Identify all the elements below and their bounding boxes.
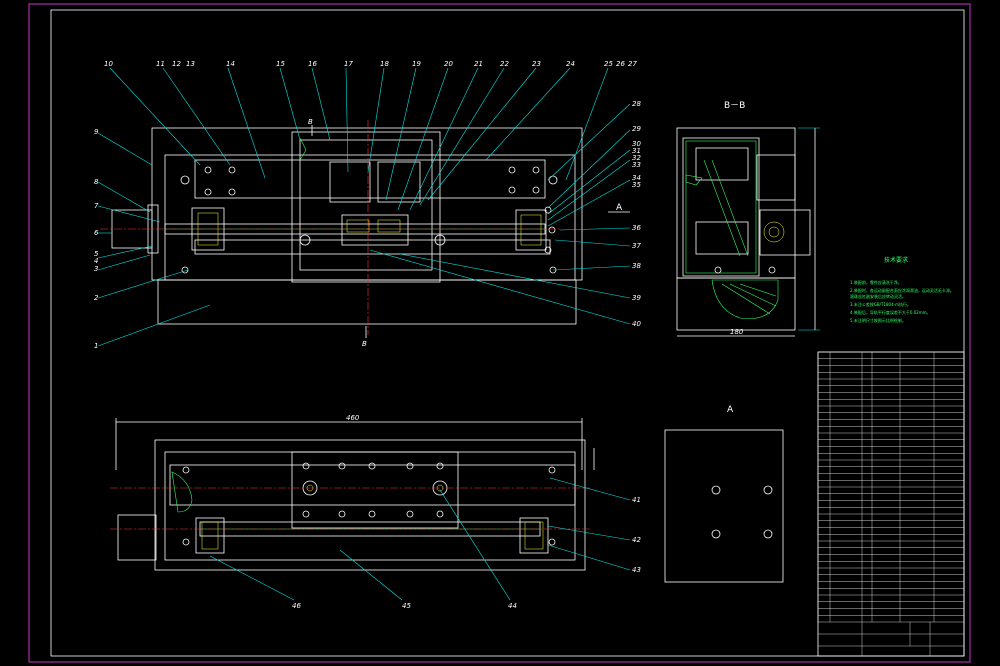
svg-text:36: 36	[632, 224, 641, 232]
svg-text:13: 13	[186, 60, 195, 68]
callouts-plan: 41 42 43 44 45 46	[292, 496, 641, 610]
svg-text:8: 8	[94, 178, 99, 186]
svg-text:14: 14	[226, 60, 235, 68]
inner-border	[50, 9, 965, 657]
svg-text:2: 2	[94, 294, 99, 302]
svg-text:21: 21	[474, 60, 483, 68]
svg-text:23: 23	[532, 60, 541, 68]
section-bb-view: B－B 180	[676, 101, 820, 337]
view-marker-b-bottom: B	[362, 340, 367, 348]
svg-text:22: 22	[500, 60, 509, 68]
parts-list-table	[817, 351, 965, 657]
svg-text:37: 37	[632, 242, 641, 250]
svg-text:41: 41	[632, 496, 641, 504]
dimension-bb-width: 180	[730, 328, 744, 336]
callouts-left: 9 8 7 6 5 4 3 2 1	[94, 128, 99, 350]
svg-text:20: 20	[444, 60, 453, 68]
svg-text:1: 1	[94, 342, 98, 350]
svg-text:12: 12	[172, 60, 181, 68]
section-bb-label: B－B	[724, 101, 745, 111]
dimension-plan-width: 460	[346, 414, 360, 422]
tech-req-line-5: 4.装配后，导轨平行度误差不大于0.02mm。	[850, 309, 931, 315]
callouts-right: 28 29 30 31 32 33 34 35 36 37 38 39 40	[632, 100, 641, 328]
svg-text:45: 45	[402, 602, 411, 610]
svg-text:44: 44	[508, 602, 517, 610]
tech-req-line-4: 3.未注公差按GB/T1804-m执行。	[850, 301, 911, 307]
tech-req-line-1: 1.装配前，零件应清洗干净。	[850, 279, 902, 285]
svg-text:5: 5	[94, 250, 99, 258]
svg-text:33: 33	[632, 161, 641, 169]
technical-requirements: 技术要求 1.装配前，零件应清洗干净。 2.装配时，各运动副配合面应涂润滑油，运…	[850, 256, 954, 323]
svg-text:9: 9	[94, 128, 99, 136]
view-a: A	[664, 405, 784, 583]
svg-text:40: 40	[632, 320, 641, 328]
svg-text:25: 25	[604, 60, 613, 68]
svg-text:18: 18	[380, 60, 389, 68]
svg-text:16: 16	[308, 60, 317, 68]
tech-req-title: 技术要求	[884, 256, 908, 264]
svg-text:32: 32	[632, 154, 641, 162]
svg-text:24: 24	[566, 60, 575, 68]
svg-text:35: 35	[632, 181, 641, 189]
tech-req-line-6: 5.未注明尺寸按图示比例绘制。	[850, 317, 906, 323]
svg-text:46: 46	[292, 602, 301, 610]
svg-text:38: 38	[632, 262, 641, 270]
svg-text:15: 15	[276, 60, 285, 68]
svg-text:3: 3	[94, 265, 98, 273]
svg-text:17: 17	[344, 60, 353, 68]
tech-req-line-3: 滚珠丝杠副安装后应转动灵活。	[850, 293, 906, 299]
view-marker-a: A	[616, 203, 623, 213]
svg-text:4: 4	[94, 257, 98, 265]
plan-view-leaders	[209, 477, 631, 601]
svg-text:11: 11	[156, 60, 165, 68]
svg-text:7: 7	[94, 202, 99, 210]
svg-text:34: 34	[632, 174, 641, 182]
svg-text:31: 31	[632, 147, 641, 155]
svg-text:6: 6	[94, 229, 99, 237]
outer-border	[28, 3, 971, 663]
svg-text:19: 19	[412, 60, 421, 68]
front-view	[100, 120, 583, 338]
front-view-leaders	[97, 67, 631, 347]
svg-text:10: 10	[104, 60, 113, 68]
svg-text:27: 27	[628, 60, 637, 68]
tech-req-line-2: 2.装配时，各运动副配合面应涂润滑油，运动灵活无卡滞。	[850, 287, 954, 293]
svg-text:30: 30	[632, 140, 641, 148]
plan-view: 460	[110, 414, 595, 571]
svg-text:28: 28	[632, 100, 641, 108]
svg-text:42: 42	[632, 536, 641, 544]
callouts-top: 10 11 12 13 14 15 16 17 18 19 20 21 22 2…	[104, 60, 637, 68]
svg-text:29: 29	[632, 125, 641, 133]
svg-text:43: 43	[632, 566, 641, 574]
svg-text:39: 39	[632, 294, 641, 302]
view-marker-b-top: B	[308, 118, 313, 126]
section-a-label: A	[727, 405, 734, 415]
svg-text:26: 26	[616, 60, 625, 68]
